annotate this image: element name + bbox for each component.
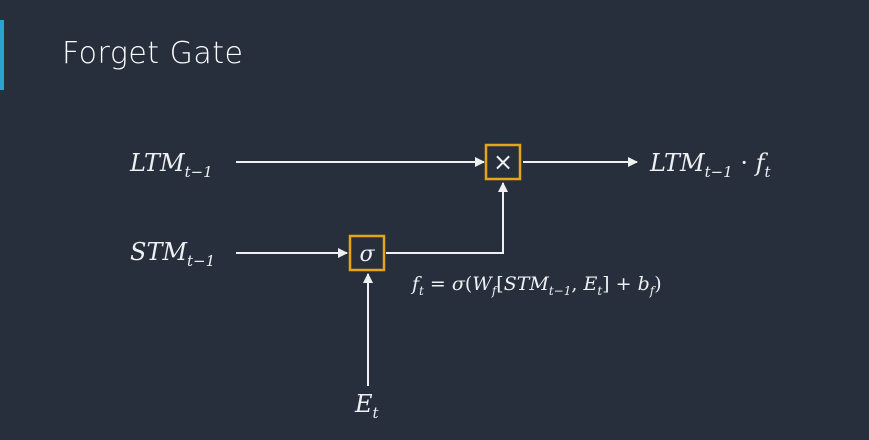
sigmoid-gate-box [348, 234, 386, 272]
accent-bar [0, 20, 4, 90]
multiply-gate-box [484, 143, 522, 181]
forget-gate-equation: ft = σ(Wf[STMt−1, Et] + bf) [410, 273, 662, 298]
ltm-input-label: LTMt−1 [129, 149, 213, 181]
sigmoid-operator: σ [359, 242, 375, 267]
event-input-label: Et [354, 390, 380, 422]
stm-input-label: STMt−1 [130, 238, 215, 270]
output-label: LTMt−1 · ft [649, 149, 771, 181]
multiply-operator: × [493, 148, 513, 176]
slide-title: Forget Gate [62, 36, 244, 71]
sigmoid-to-multiply-arrow [386, 182, 508, 254]
